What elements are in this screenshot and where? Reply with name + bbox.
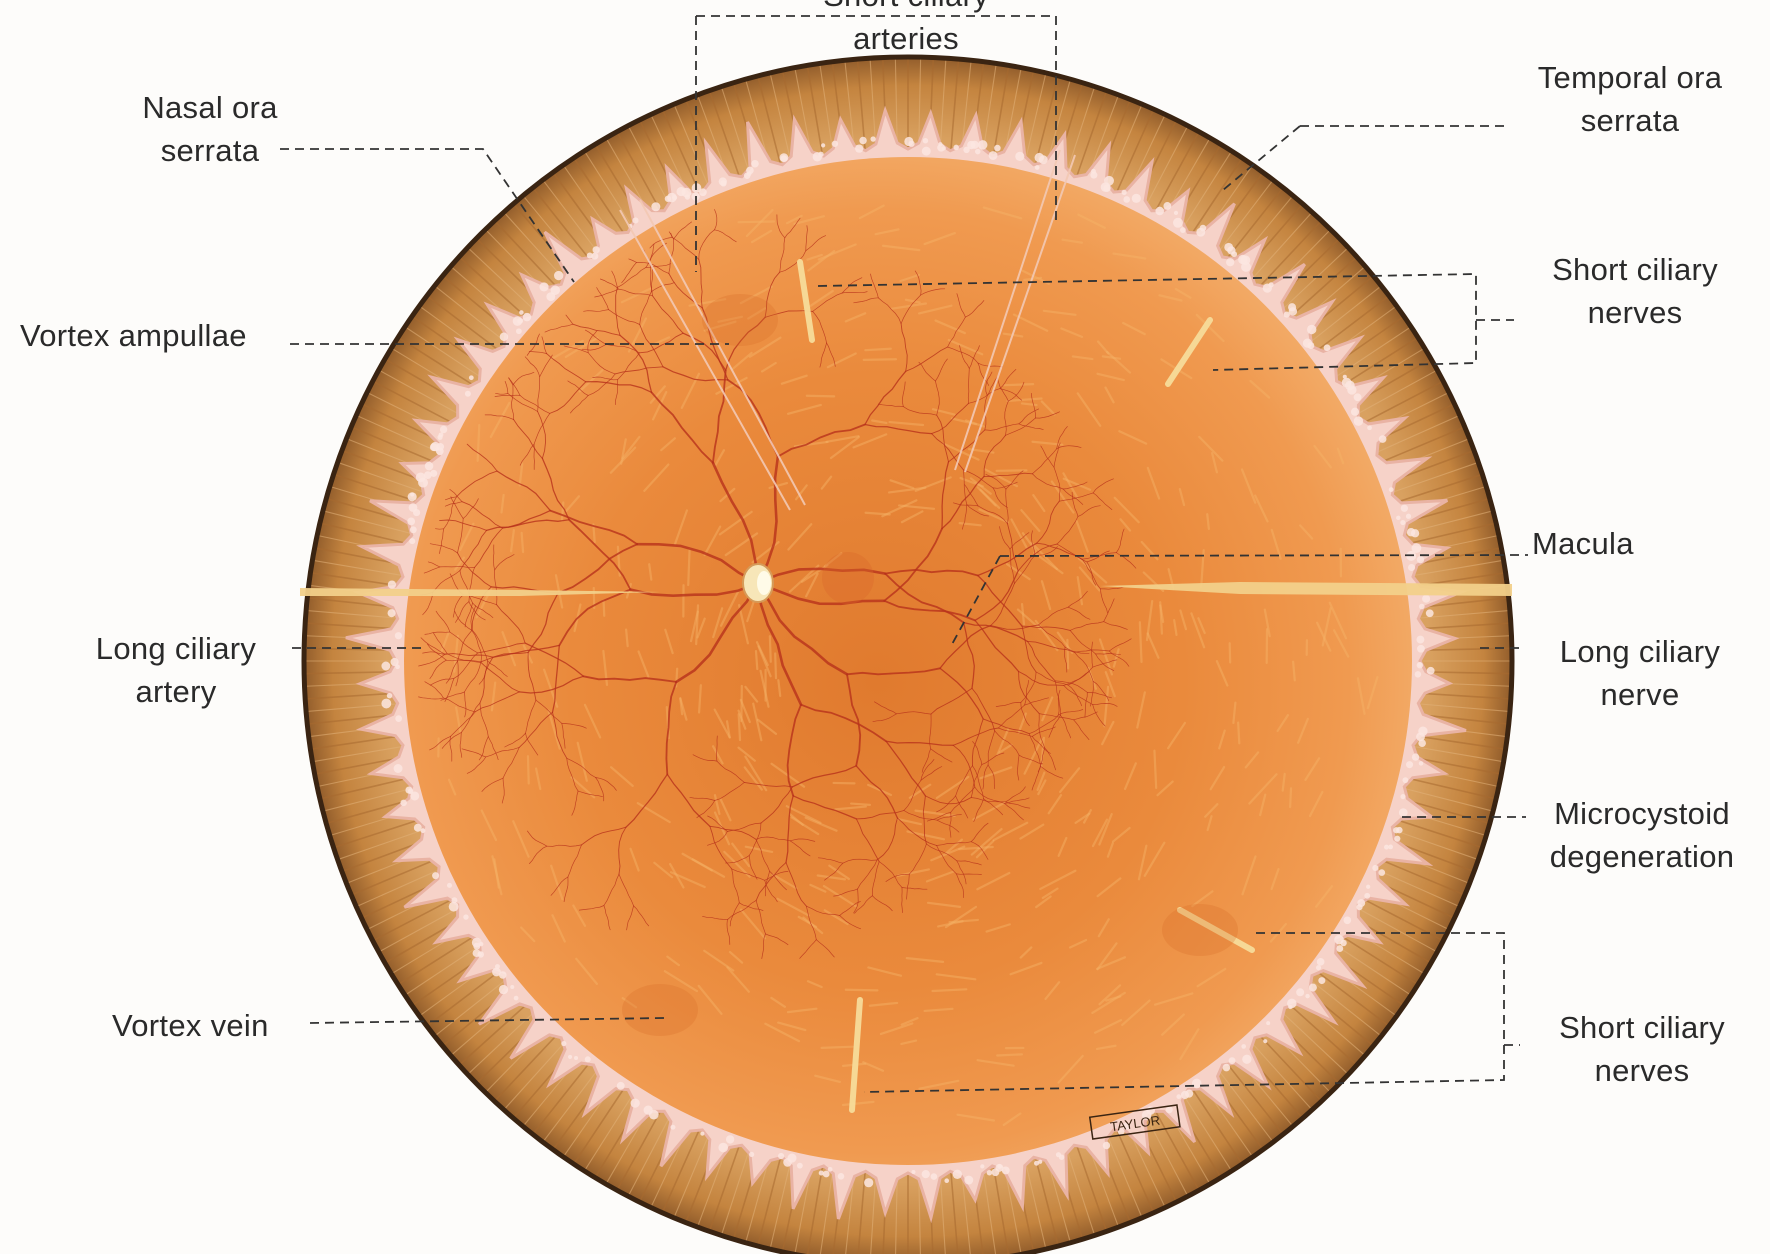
label-vortex-ampullae: Vortex ampullae <box>20 314 247 357</box>
label-macula: Macula <box>1532 522 1634 565</box>
label-short-ciliary-nerves-bottom: Short ciliary nerves <box>1520 1006 1764 1092</box>
label-vortex-vein: Vortex vein <box>112 1004 269 1047</box>
label-short-ciliary-nerves-top: Short ciliary nerves <box>1510 248 1760 334</box>
label-nasal-ora-serrata: Nasal ora serrata <box>100 86 320 172</box>
label-short-ciliary-arteries: Short ciliary arteries <box>736 0 1076 60</box>
label-long-ciliary-nerve: Long ciliary nerve <box>1530 630 1750 716</box>
label-temporal-ora-serrata: Temporal ora serrata <box>1500 56 1760 142</box>
label-long-ciliary-artery: Long ciliary artery <box>76 627 276 713</box>
label-microcystoid-degeneration: Microcystoid degeneration <box>1530 792 1754 878</box>
